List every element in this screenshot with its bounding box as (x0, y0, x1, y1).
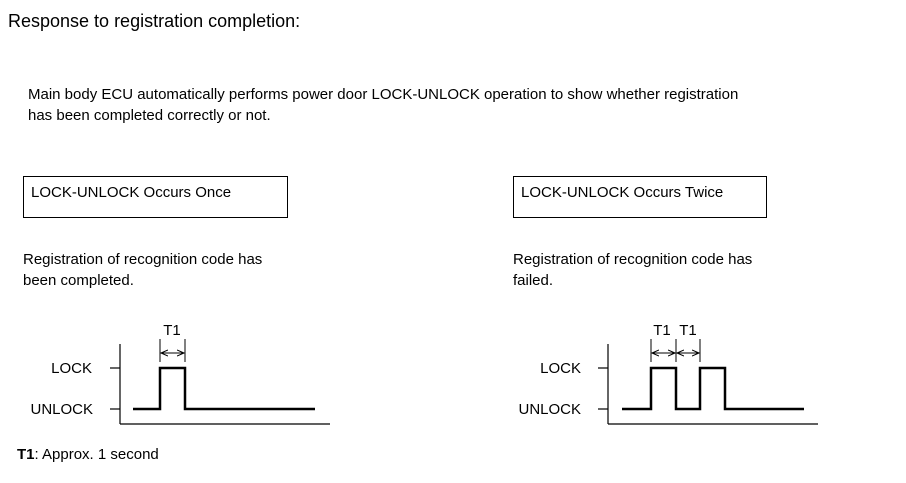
timing-diagram-twice: LOCK UNLOCK T1 T1 (518, 322, 818, 425)
case-twice-desc-line-2: failed. (513, 272, 554, 289)
intro-line-2: has been completed correctly or not. (28, 107, 271, 124)
unlock-level-label: UNLOCK (518, 401, 581, 418)
case-twice-desc-line-1: Registration of recognition code has (513, 251, 753, 268)
footnote-key: T1 (17, 446, 35, 463)
case-twice-box: LOCK-UNLOCK Occurs Twice (513, 176, 767, 218)
t1-label: T1 (653, 322, 671, 339)
t1-label: T1 (163, 322, 181, 339)
case-twice-label: LOCK-UNLOCK Occurs Twice (521, 184, 724, 201)
t1-label: T1 (679, 322, 697, 339)
page-title: Response to registration completion: (8, 11, 301, 31)
intro-text: Main body ECU automatically performs pow… (28, 84, 888, 126)
intro-line-1: Main body ECU automatically performs pow… (28, 86, 739, 103)
case-twice-description: Registration of recognition code has fai… (513, 249, 752, 291)
case-once-box: LOCK-UNLOCK Occurs Once (23, 176, 288, 218)
lock-level-label: LOCK (51, 360, 92, 377)
footnote-text: : Approx. 1 second (34, 446, 159, 463)
timing-diagram-once: LOCK UNLOCK T1 (30, 322, 330, 425)
lock-level-label: LOCK (540, 360, 581, 377)
unlock-level-label: UNLOCK (30, 401, 93, 418)
case-once-label: LOCK-UNLOCK Occurs Once (31, 184, 232, 201)
case-once-desc-line-2: been completed. (23, 272, 134, 289)
case-once-desc-line-1: Registration of recognition code has (23, 251, 263, 268)
footnote: T1: Approx. 1 second (17, 446, 159, 463)
signal-waveform (622, 366, 804, 411)
case-once-description: Registration of recognition code has bee… (23, 249, 262, 291)
signal-waveform (133, 366, 315, 411)
